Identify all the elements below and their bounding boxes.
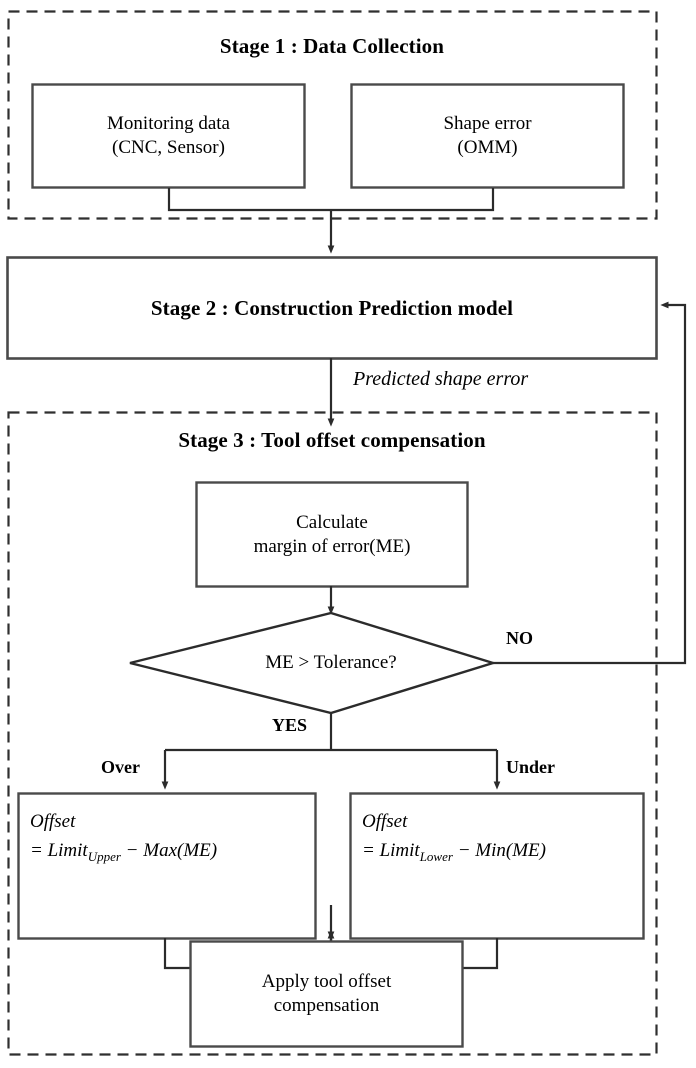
stage3-title: Stage 3 : Tool offset compensation — [178, 427, 486, 452]
calculate-line2: margin of error(ME) — [253, 535, 411, 557]
apply-line1: Apply tool offset — [261, 971, 392, 993]
stage1-container — [7, 10, 658, 220]
shape-error-line1: Shape error — [443, 113, 532, 135]
predicted-shape-error-label: Predicted shape error — [353, 368, 529, 390]
stage1-merge-connector — [167, 188, 495, 254]
no-branch-label: NO — [506, 628, 533, 648]
shape-error-box — [350, 83, 625, 189]
offset-under-line2: = LimitLower − Min(ME) — [362, 837, 642, 866]
calculate-margin-label: Calculate margin of error(ME) — [196, 482, 468, 587]
calculate-line1: Calculate — [296, 511, 368, 533]
offset-over-box — [17, 792, 317, 940]
stage3-container — [7, 411, 658, 1056]
offset-under-suffix: − Min(ME) — [452, 839, 546, 861]
monitoring-data-line1: Monitoring data — [107, 113, 230, 135]
offset-over-subscript: Upper — [87, 848, 121, 864]
apply-compensation-box — [189, 940, 464, 1048]
offset-under-prefix: = Limit — [362, 839, 420, 861]
apply-compensation-label: Apply tool offset compensation — [190, 941, 463, 1047]
monitoring-data-line2: (CNC, Sensor) — [112, 137, 225, 158]
yes-branch-label: YES — [272, 715, 308, 735]
stage2-title: Stage 2 : Construction Prediction model — [150, 295, 514, 320]
offset-over-line1: Offset — [30, 811, 76, 832]
offset-over-prefix: = Limit — [30, 839, 88, 861]
offset-over-line2: = LimitUpper − Max(ME) — [30, 837, 310, 866]
shape-error-line2: (OMM) — [457, 137, 518, 158]
monitoring-data-box — [31, 83, 306, 189]
offset-under-box — [349, 792, 645, 940]
shape-error-label: Shape error (OMM) — [351, 84, 624, 188]
offset-over-formula: Offset = LimitUpper − Max(ME) — [30, 808, 310, 866]
decision-label: ME > Tolerance? — [265, 652, 397, 674]
stage1-title: Stage 1 : Data Collection — [219, 33, 445, 58]
stage2-box — [6, 256, 658, 360]
over-branch-label: Over — [101, 757, 140, 777]
offset-under-subscript: Lower — [419, 848, 453, 864]
offset-under-formula: Offset = LimitLower − Min(ME) — [362, 808, 642, 866]
no-branch-feedback-connector — [493, 301, 687, 665]
offset-under-line1: Offset — [362, 811, 408, 832]
offset-over-suffix: − Max(ME) — [120, 839, 218, 861]
monitoring-data-label: Monitoring data (CNC, Sensor) — [32, 84, 305, 188]
under-branch-label: Under — [506, 757, 555, 777]
yes-branch-connector — [161, 713, 501, 790]
apply-line2: compensation — [273, 995, 380, 1016]
